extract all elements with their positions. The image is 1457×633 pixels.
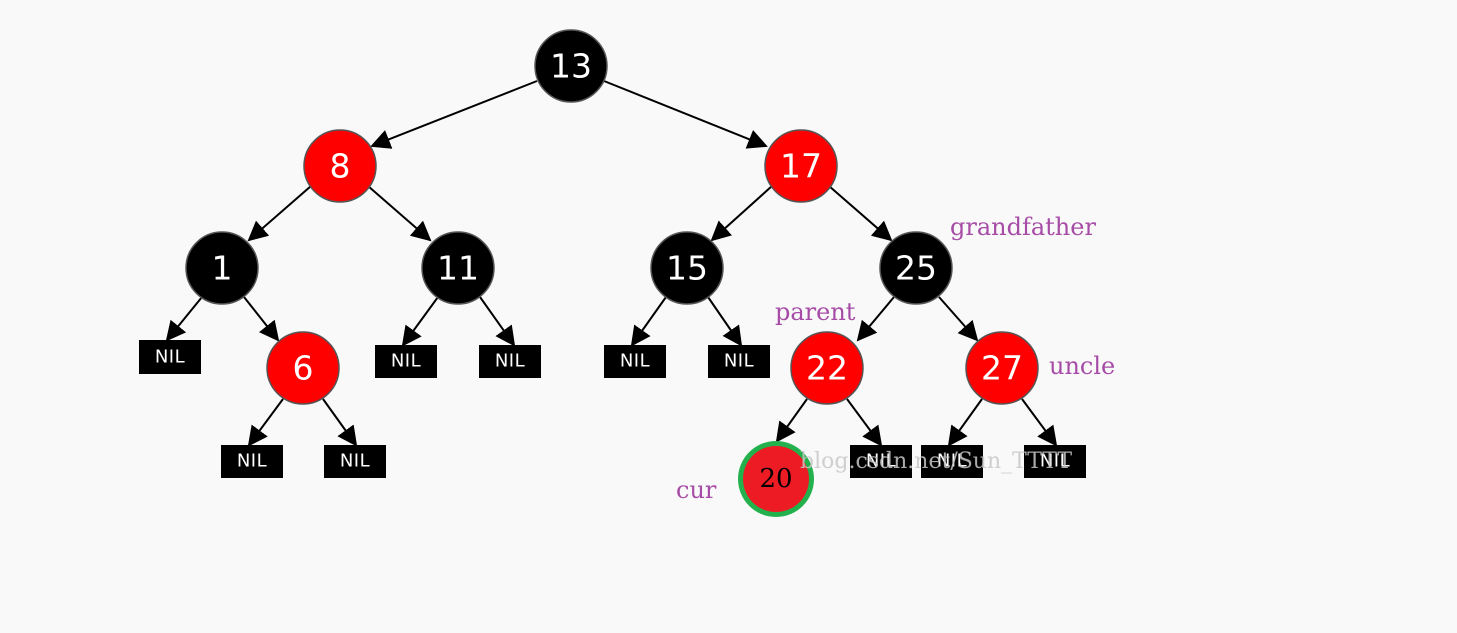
tree-node-17: 17 [764,129,838,203]
nil-leaf-15-left: NIL [604,345,666,378]
edge-8-11 [367,185,432,242]
nil-box [708,345,770,378]
node-label: 27 [981,349,1023,388]
nil-leaf-6-right: NIL [324,445,386,478]
nil-box [921,445,983,478]
nil-leaf-1-left: NIL [139,340,201,374]
nil-label: NIL [1040,451,1070,472]
node-circle [534,29,608,103]
node-circle [965,331,1039,405]
nil-leaf-22-right: NIL [850,445,912,478]
nil-label: NIL [495,351,525,372]
tree-node-27: 27 [965,331,1039,405]
tree-node-1: 1 [185,231,259,305]
nil-leaf-6-left: NIL [221,445,283,478]
tree-node-8: 8 [303,129,377,203]
parent-label: parent [775,298,856,326]
edge-11-nil-left [401,296,439,347]
uncle-label: uncle [1049,352,1115,380]
nil-label: NIL [340,451,370,472]
edge-15-nil-right [707,296,743,347]
nil-box [324,445,386,478]
tree-node-15: 15 [650,231,724,305]
edge-1-6 [243,296,280,342]
edge-1-nil [165,296,203,342]
nil-label: NIL [866,451,896,472]
node-label: 13 [550,47,592,86]
nil-label: NIL [724,351,754,372]
nil-box [221,445,283,478]
edge-22-nil-right [846,398,883,447]
edge-6-nil-left [247,398,284,447]
edge-25-22 [856,296,895,342]
nil-leaf-27-left: NIL [921,445,983,478]
nil-leaf-15-right: NIL [708,345,770,378]
cur-label: cur [676,476,717,504]
tree-node-6: 6 [266,331,340,405]
edge-17-25 [828,185,893,242]
edge-27-nil-left [947,398,983,447]
nil-box [1024,445,1086,478]
nil-box [850,445,912,478]
nil-box [375,345,437,378]
nil-leaf-11-left: NIL [375,345,437,378]
node-label: 11 [437,249,479,288]
node-circle [879,231,953,305]
edge-27-nil-right [1021,398,1058,447]
node-label: 17 [780,147,822,186]
node-circle [790,331,864,405]
node-circle [303,129,377,203]
tree-node-20-cur: 20 [738,441,814,517]
tree-node-25: 25 [879,231,953,305]
nil-box [479,345,541,378]
tree-node-13: 13 [534,29,608,103]
edge-17-15 [710,185,773,242]
node-circle [650,231,724,305]
nil-leaf-27-right: NIL [1024,445,1086,478]
tree-node-22: 22 [790,331,864,405]
node-circle [185,231,259,305]
node-circle [266,331,340,405]
edge-25-27 [938,296,979,342]
watermark: blog.csdn.net/Sun_TTTT [800,449,1072,474]
edge-13-17 [603,80,768,149]
node-circle [743,446,809,512]
grandfather-label: grandfather [950,213,1096,241]
node-label: 22 [806,349,848,388]
edge-11-nil-right [479,296,516,347]
edges [165,80,1058,447]
tree-node-11: 11 [421,231,495,305]
node-label: 1 [212,249,233,288]
nil-label: NIL [937,451,967,472]
nil-label: NIL [155,347,185,368]
edge-8-1 [247,185,312,242]
edge-22-20 [775,398,808,443]
node-label: 20 [759,464,792,494]
edge-6-nil-right [322,398,358,447]
node-circle [421,231,495,305]
edge-15-nil-left [630,296,667,347]
nil-label: NIL [391,351,421,372]
edge-13-8 [370,80,538,149]
node-label: 15 [666,249,708,288]
nil-box [604,345,666,378]
node-label: 25 [895,249,937,288]
node-label: 8 [330,147,351,186]
node-label: 6 [293,349,314,388]
nil-label: NIL [237,451,267,472]
nil-leaf-11-right: NIL [479,345,541,378]
nil-box [139,340,201,374]
node-circle [764,129,838,203]
nil-label: NIL [620,351,650,372]
